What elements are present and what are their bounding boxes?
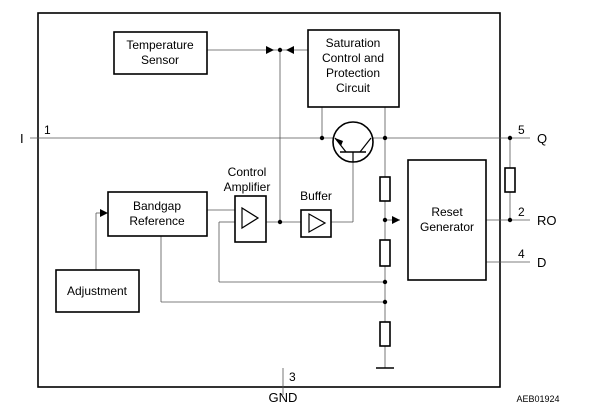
arrowheads bbox=[100, 46, 400, 224]
resistors bbox=[379, 167, 516, 347]
pin-input-number: 1 bbox=[44, 123, 51, 137]
figure-code: AEB01924 bbox=[516, 394, 559, 404]
pin-output: Q 5 bbox=[518, 123, 547, 146]
adjustment-label: Adjustment bbox=[67, 284, 128, 298]
reset-generator-label-1: Reset bbox=[431, 205, 463, 219]
bandgap-label-1: Bandgap bbox=[133, 199, 181, 213]
pass-transistor-icon bbox=[332, 121, 374, 163]
temperature-sensor-block: Temperature Sensor bbox=[113, 31, 208, 75]
saturation-control-block: Saturation Control and Protection Circui… bbox=[307, 29, 400, 108]
buffer-triangle-icon bbox=[308, 212, 327, 234]
adjustment-block: Adjustment bbox=[55, 269, 140, 313]
junction-dots bbox=[277, 47, 513, 305]
bandgap-label-2: Reference bbox=[129, 214, 185, 228]
pin-delay-number: 4 bbox=[518, 247, 525, 261]
pin-reset: RO 2 bbox=[518, 205, 557, 228]
control-amplifier-label-1: Control bbox=[228, 165, 267, 179]
buffer-label: Buffer bbox=[300, 189, 332, 203]
pin-ground-name: GND bbox=[269, 390, 298, 405]
temperature-sensor-label-1: Temperature bbox=[126, 38, 194, 52]
pin-reset-number: 2 bbox=[518, 205, 525, 219]
chip-outline bbox=[37, 12, 501, 388]
pin-input: I 1 bbox=[20, 123, 51, 146]
saturation-label-3: Protection bbox=[326, 66, 380, 80]
reset-generator-block: Reset Generator bbox=[407, 159, 487, 281]
resistor-lower bbox=[379, 321, 391, 347]
pin-input-name: I bbox=[20, 131, 24, 146]
pin-delay: D 4 bbox=[518, 247, 546, 270]
resistor-upper bbox=[379, 176, 391, 202]
pin-reset-name: RO bbox=[537, 213, 557, 228]
control-amplifier-block: Control Amplifier bbox=[224, 165, 271, 243]
pin-ground: 3 GND bbox=[269, 370, 298, 405]
reset-generator-label-2: Generator bbox=[420, 220, 474, 234]
pin-output-name: Q bbox=[537, 131, 547, 146]
pin-output-number: 5 bbox=[518, 123, 525, 137]
amplifier-triangle-icon bbox=[241, 206, 260, 230]
wires bbox=[30, 49, 530, 395]
control-amplifier-label-2: Amplifier bbox=[224, 180, 271, 194]
resistor-middle bbox=[379, 239, 391, 267]
pin-delay-name: D bbox=[537, 255, 546, 270]
pin-ground-number: 3 bbox=[289, 370, 296, 384]
buffer-block: Buffer bbox=[300, 189, 332, 238]
bandgap-reference-block: Bandgap Reference bbox=[107, 191, 208, 237]
saturation-label-2: Control and bbox=[322, 51, 384, 65]
temperature-sensor-label-2: Sensor bbox=[141, 53, 179, 67]
saturation-label-4: Circuit bbox=[336, 81, 371, 95]
saturation-label-1: Saturation bbox=[326, 36, 381, 50]
resistor-pullup bbox=[504, 167, 516, 193]
